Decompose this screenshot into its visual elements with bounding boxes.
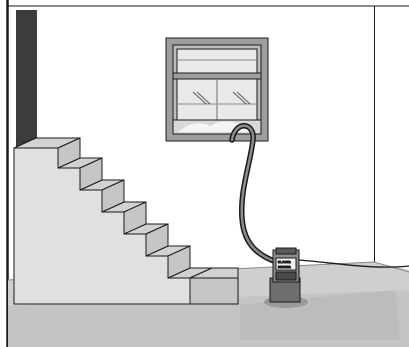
window-icon xyxy=(166,38,268,141)
pump-brand-line1: BLACK& xyxy=(278,260,291,264)
pump-brand-line2: DECKER xyxy=(278,265,292,269)
